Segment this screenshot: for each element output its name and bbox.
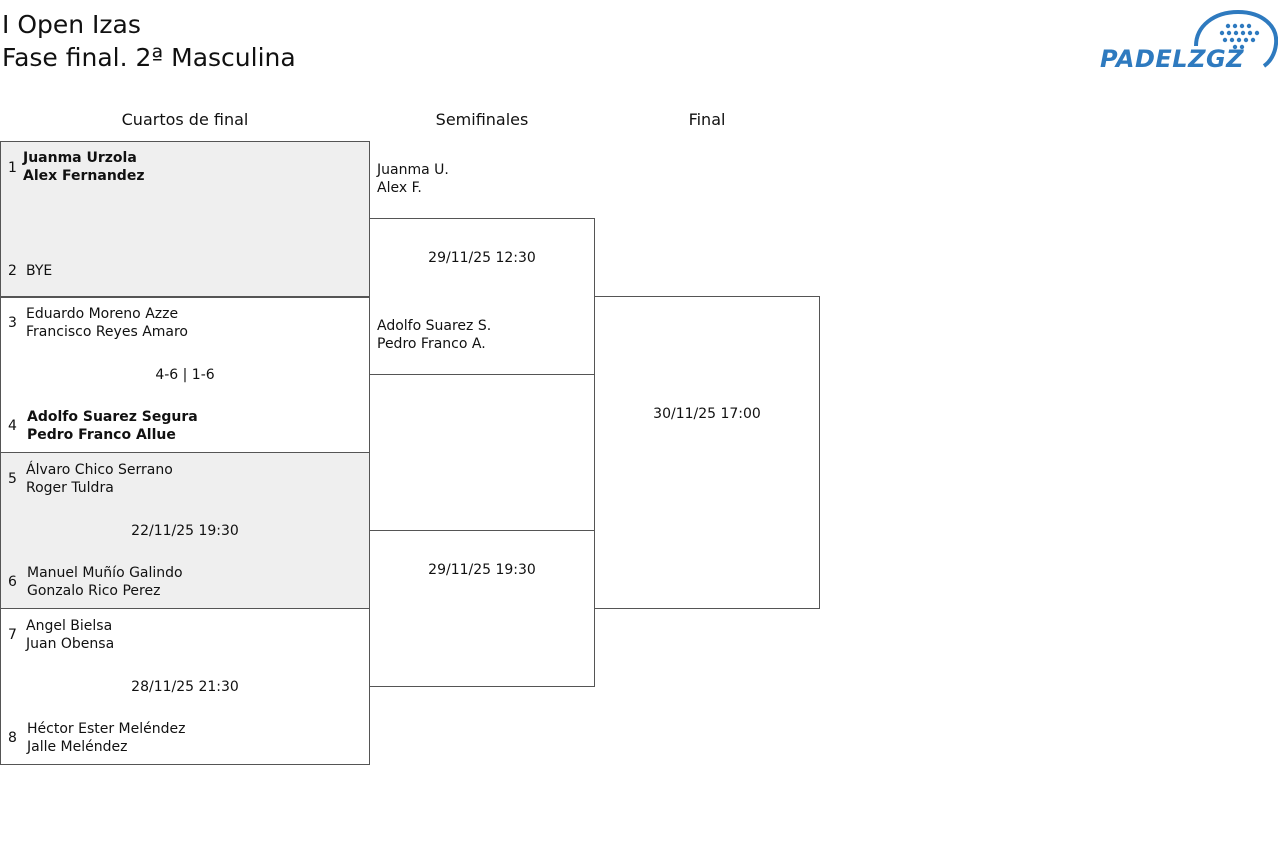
player-name: Juan Obensa [26,636,115,652]
team-top: Álvaro Chico Serrano Roger Tuldra [26,461,173,497]
seed-number: 8 [8,730,17,746]
semifinal-match-1[interactable]: 29/11/25 12:30 Adolfo Suarez S. Pedro Fr… [369,218,595,375]
quarterfinal-match-3[interactable]: 5 Álvaro Chico Serrano Roger Tuldra 22/1… [0,452,370,609]
seed-number: 2 [8,263,17,279]
seed-number: 5 [8,471,17,487]
player-name: Alex F. [377,180,422,196]
team-top: Angel Bielsa Juan Obensa [26,617,114,653]
quarterfinal-match-4[interactable]: 7 Angel Bielsa Juan Obensa 28/11/25 21:3… [0,608,370,765]
player-name: BYE [26,263,53,279]
player-name: Pedro Franco A. [377,336,486,352]
team-bottom: Héctor Ester Meléndez Jalle Meléndez [27,720,185,756]
player-name: Álvaro Chico Serrano [26,462,173,478]
final-match[interactable]: 30/11/25 17:00 [594,296,820,609]
round-header-final: Final [688,110,726,129]
round-header-semifinals: Semifinales [435,110,529,129]
seed-number: 3 [8,315,17,331]
seed-number: 7 [8,627,17,643]
player-name: Gonzalo Rico Perez [27,583,161,599]
player-name: Roger Tuldra [26,480,114,496]
round-header-quarterfinals: Cuartos de final [121,110,249,129]
semifinal-1-team-top: Juanma U. Alex F. [377,161,449,197]
padel-ball-icon [1194,9,1278,68]
match-datetime: 29/11/25 12:30 [428,250,536,266]
logo-wordmark: PADELZGZ [1100,45,1245,73]
match-datetime: 29/11/25 19:30 [428,562,536,578]
player-name: Adolfo Suarez S. [377,318,492,334]
player-name: Héctor Ester Meléndez [27,721,186,737]
tournament-title: I Open Izas [2,10,141,39]
player-name: Eduardo Moreno Azze [26,306,179,322]
player-name: Manuel Muñío Galindo [27,565,183,581]
player-name: Angel Bielsa [26,618,113,634]
team-bottom: Adolfo Suarez Segura Pedro Franco Allue [27,408,198,444]
quarterfinal-match-1[interactable]: 1 Juanma Urzola Alex Fernandez 2 BYE [0,141,370,298]
quarterfinal-match-2[interactable]: 3 Eduardo Moreno Azze Francisco Reyes Am… [0,296,370,453]
seed-number: 6 [8,574,17,590]
semifinal-1-team-bottom: Adolfo Suarez S. Pedro Franco A. [377,317,491,353]
player-name: Juanma Urzola [23,150,137,166]
semifinal-match-2[interactable]: 29/11/25 19:30 [369,530,595,687]
padelzgz-logo: PADELZGZ [1098,8,1278,74]
match-datetime: 28/11/25 21:30 [131,679,239,695]
team-bottom: BYE [26,262,52,280]
player-name: Francisco Reyes Amaro [26,324,188,340]
team-top: Juanma Urzola Alex Fernandez [23,149,144,185]
bracket-subtitle: Fase final. 2ª Masculina [2,43,296,72]
match-datetime: 30/11/25 17:00 [653,406,761,422]
player-name: Alex Fernandez [23,168,145,184]
team-bottom: Manuel Muñío Galindo Gonzalo Rico Perez [27,564,183,600]
player-name: Pedro Franco Allue [27,427,176,443]
match-score: 4-6 | 1-6 [155,367,215,383]
player-name: Adolfo Suarez Segura [27,409,198,425]
seed-number: 1 [8,160,17,176]
match-datetime: 22/11/25 19:30 [131,523,239,539]
player-name: Juanma U. [377,162,449,178]
player-name: Jalle Meléndez [27,739,128,755]
seed-number: 4 [8,418,17,434]
team-top: Eduardo Moreno Azze Francisco Reyes Amar… [26,305,188,341]
